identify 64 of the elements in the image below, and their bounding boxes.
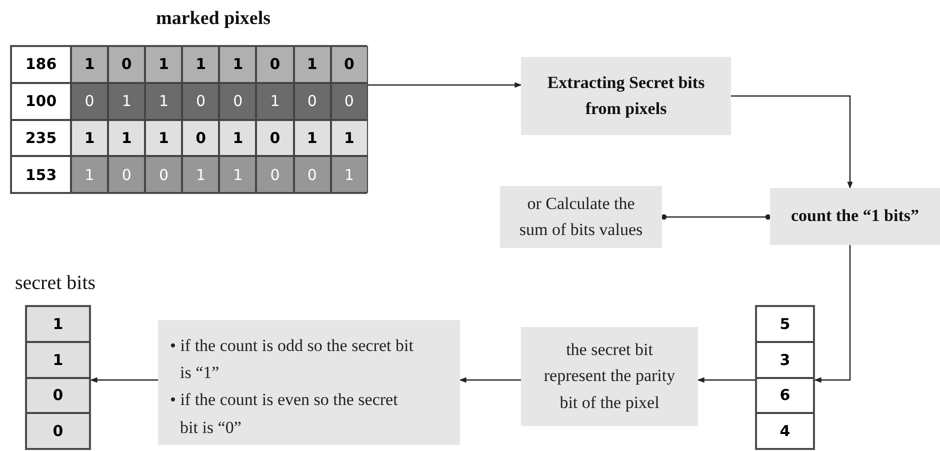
bit-value: 1 — [219, 156, 256, 193]
process-box — [770, 188, 940, 245]
bit-value: 1 — [219, 46, 256, 83]
secret-bit-value: 1 — [26, 306, 90, 342]
process-text: or Calculate the sum of bits values — [518, 192, 644, 241]
bit-value: 0 — [294, 82, 331, 120]
process-box — [521, 327, 698, 426]
arrow — [367, 82, 522, 88]
connector — [661, 214, 771, 220]
bit-value: 0 — [182, 82, 220, 120]
bit-value: 1 — [294, 46, 331, 83]
arrow — [90, 377, 158, 383]
count-column — [755, 305, 815, 450]
bit-value: 1 — [182, 156, 220, 193]
bit-value: 0 — [219, 82, 256, 120]
count-value: 4 — [756, 413, 814, 449]
bit-value: 1 — [145, 120, 182, 156]
bit-value: 1 — [145, 82, 182, 120]
bit-value: 0 — [256, 120, 294, 156]
bit-value: 1 — [330, 156, 368, 193]
bit-value: 1 — [71, 46, 108, 83]
bit-value: 1 — [182, 46, 220, 83]
bit-value: 0 — [108, 46, 146, 83]
bit-value: 0 — [145, 156, 182, 193]
bit-value: 1 — [294, 120, 331, 156]
process-text: Extracting Secret bits from pixels — [546, 72, 706, 120]
bit-value: 1 — [256, 82, 294, 120]
bit-value: 1 — [108, 82, 146, 120]
bit-value: 1 — [71, 120, 108, 156]
secret-bit-value: 0 — [26, 378, 90, 414]
secret-bit-value: 0 — [26, 413, 90, 449]
process-box — [521, 57, 731, 135]
count-value: 3 — [756, 342, 814, 378]
bit-value: 0 — [294, 156, 331, 193]
arrow — [459, 377, 521, 383]
bit-value: 0 — [330, 46, 368, 83]
arrow — [731, 95, 853, 189]
pixel-value: 186 — [11, 46, 71, 83]
arrow — [814, 245, 851, 383]
bit-value: 1 — [145, 46, 182, 83]
rule-item: • if the count is even so the secret bit is “0” — [170, 389, 399, 439]
bit-value: 0 — [71, 82, 108, 120]
rule-item: • if the count is odd so the secret bit is “1” — [170, 335, 414, 384]
bit-value: 0 — [256, 46, 294, 83]
bit-value: 0 — [330, 82, 368, 120]
count-value: 5 — [756, 306, 814, 342]
count-value: 6 — [756, 378, 814, 414]
arrow — [697, 377, 755, 383]
table-heading: marked pixels — [156, 8, 271, 30]
pixel-value: 153 — [11, 156, 71, 193]
bit-value: 0 — [108, 156, 146, 193]
process-text: the secret bit represent the parity bit of the pixel — [542, 338, 676, 414]
pixel-value: 235 — [11, 120, 71, 156]
bit-value: 0 — [182, 120, 220, 156]
bit-value: 1 — [108, 120, 146, 156]
pixel-value: 100 — [11, 82, 71, 120]
bit-value: 1 — [71, 156, 108, 193]
bit-value: 1 — [330, 120, 368, 156]
bit-value: 1 — [219, 120, 256, 156]
column-heading: secret bits — [15, 272, 96, 295]
process-box — [500, 186, 662, 248]
process-text: count the “1 bits” — [791, 205, 919, 228]
secret-bit-value: 1 — [26, 342, 90, 378]
bit-value: 0 — [256, 156, 294, 193]
